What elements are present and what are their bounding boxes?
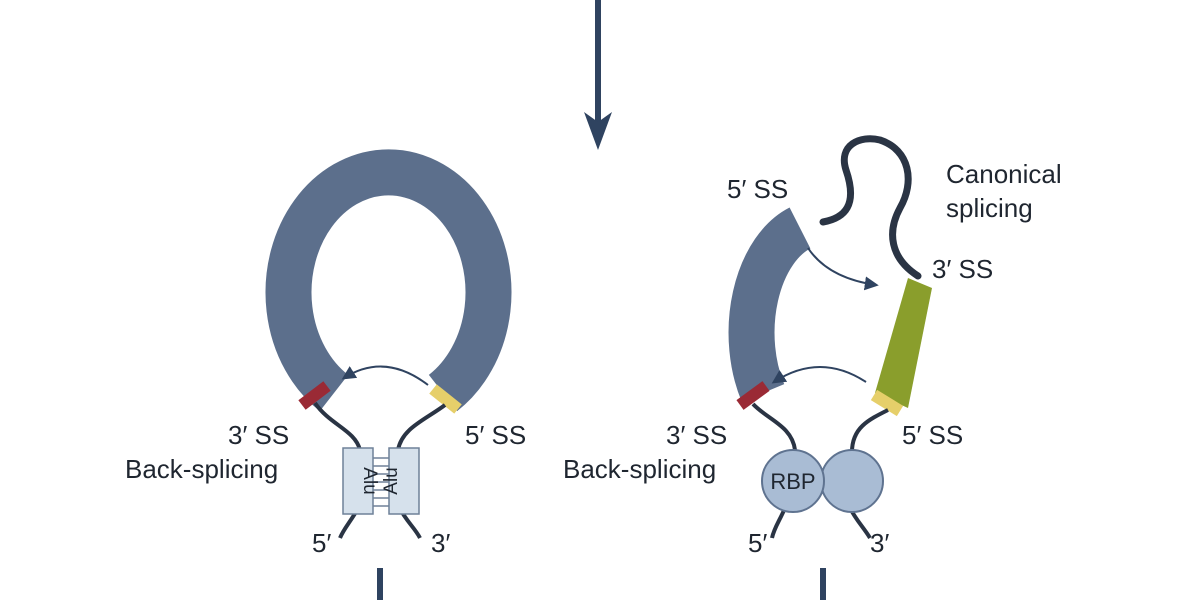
right-backsplicing-label: Back-splicing [563, 454, 716, 484]
left-panel-alu-backsplicing: Alu Alu 3′ SS Back-splicing 5′ SS 5′ 3′ [125, 149, 526, 558]
right-upstream-exon [728, 207, 812, 402]
left-backsplice-arrow-icon [341, 365, 429, 386]
alu-left-label: Alu [359, 467, 380, 494]
right-5prime-end-label: 5′ [748, 528, 767, 558]
right-top-3ss-label: 3′ SS [932, 254, 993, 284]
right-5ss-label: 5′ SS [902, 420, 963, 450]
right-intron-downstream [850, 408, 889, 453]
canonical-splice-arrow-icon [807, 247, 879, 291]
alu-repeat-pair-icon: Alu Alu [342, 447, 420, 515]
right-intron-loop [819, 135, 922, 280]
left-3ss-label: 3′ SS [228, 420, 289, 450]
right-downstream-exon [875, 278, 932, 408]
left-3prime-end-label: 3′ [431, 528, 450, 558]
rbp-label: RBP [770, 469, 815, 494]
right-intron-upstream [751, 402, 797, 451]
right-3ss-label: 3′ SS [666, 420, 727, 450]
right-panel-rbp-backsplicing: RBP 5′ SS Canonical splicing 3′ SS 3′ SS… [563, 135, 1062, 558]
left-3ss-marker [298, 381, 331, 410]
top-down-arrow-icon [584, 0, 612, 150]
left-backsplicing-label: Back-splicing [125, 454, 278, 484]
canonical-label-line2: splicing [946, 193, 1033, 223]
left-exon-ring [265, 149, 512, 412]
rbp-protein-left-icon [761, 449, 825, 513]
right-top-5ss-label: 5′ SS [727, 174, 788, 204]
right-3ss-marker [736, 381, 770, 410]
rbp-protein-right-icon [820, 449, 884, 513]
left-5prime-end-label: 5′ [312, 528, 331, 558]
right-3prime-end-label: 3′ [870, 528, 889, 558]
right-5ss-marker [870, 389, 904, 417]
canonical-label-line1: Canonical [946, 159, 1062, 189]
alu-right-label: Alu [381, 467, 402, 494]
bottom-left-arrow-stub [377, 568, 383, 600]
right-intron-5prime-tail [770, 507, 787, 539]
left-5ss-label: 5′ SS [465, 420, 526, 450]
bottom-right-arrow-stub [820, 568, 826, 600]
left-5ss-marker [429, 384, 462, 414]
right-backsplice-arrow-icon [771, 366, 867, 384]
